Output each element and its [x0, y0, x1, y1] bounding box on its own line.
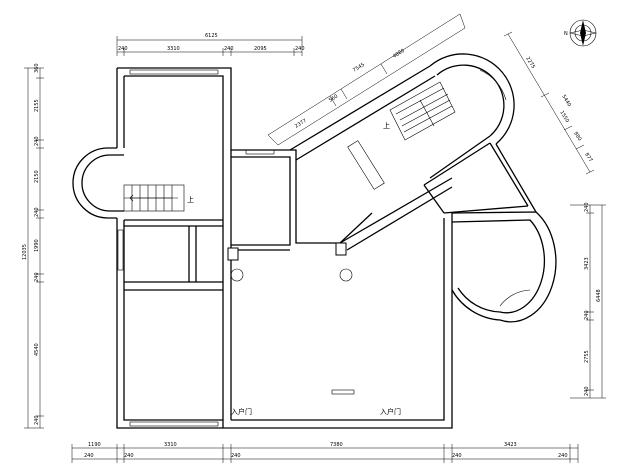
top-dimension-line: 6125 240 3310 240 2095 240: [116, 33, 305, 56]
left-dim-c: 240: [34, 136, 40, 146]
bottom-dim-g: 240: [231, 453, 241, 459]
right-dim-d: 2755: [584, 350, 590, 363]
bottom-dim-c: 7380: [330, 442, 343, 448]
left-dim-b: 2155: [34, 99, 40, 112]
columns: [227, 242, 353, 282]
right-dimension-line: 240 3423 240 2755 240 6448: [570, 202, 606, 399]
bottom-dim-i: 240: [558, 453, 568, 459]
diagonal-dimension-line: 7545 4880 2377 560: [267, 13, 466, 146]
compass-icon: N: [564, 19, 597, 47]
bottom-dim-f: 240: [124, 453, 134, 459]
left-staircase: 上: [123, 184, 194, 212]
bottom-dimension-line: 1190 3310 7380 3423 240 240 240 240 240: [71, 442, 579, 463]
left-stair-up-label: 上: [187, 195, 194, 204]
bottom-dim-e: 240: [84, 453, 94, 459]
right-top-dim-c: 1550: [558, 110, 570, 124]
right-top-dimension-line: 2275 5440 1550 880 877: [503, 31, 595, 175]
left-dim-a: 360: [34, 63, 40, 73]
top-dim-e: 240: [295, 46, 305, 52]
top-dim-a: 240: [118, 46, 128, 52]
compass-north-label: N: [564, 31, 568, 37]
right-dim-b: 3423: [584, 257, 590, 270]
entry-door-label-left: 入户门: [231, 407, 252, 416]
left-dim-d: 2150: [34, 170, 40, 183]
top-dim-c: 240: [224, 46, 234, 52]
diag-dim-c: 2377: [294, 118, 308, 130]
left-dim-e: 240: [34, 207, 40, 217]
right-top-dim-b: 5440: [560, 94, 572, 108]
top-total-dim: 6125: [205, 33, 218, 39]
left-dim-h: 4540: [34, 343, 40, 356]
left-dim-g: 240: [34, 272, 40, 282]
right-total-dim: 6448: [596, 289, 602, 302]
right-top-dim-a: 2275: [524, 56, 536, 70]
bottom-dim-d: 3423: [504, 442, 517, 448]
right-stair-up-label: 上: [383, 121, 390, 130]
diag-dim-d: 560: [328, 94, 339, 104]
right-dim-e: 240: [584, 386, 590, 396]
right-top-dim-e: 877: [583, 152, 593, 163]
entry-door-label-main: 入户门: [380, 407, 401, 416]
right-staircase: 上: [347, 81, 456, 190]
building-walls: [72, 53, 557, 429]
diag-dim-b: 4880: [392, 48, 406, 60]
bottom-dim-a: 1190: [88, 442, 101, 448]
left-dim-i: 240: [34, 415, 40, 425]
top-dim-b: 3310: [167, 46, 180, 52]
top-dim-d: 2095: [254, 46, 267, 52]
right-dim-c: 240: [584, 310, 590, 320]
left-dimension-line: 360 2155 240 2150 240 1990 240 4540 240 …: [22, 63, 44, 429]
windows: [117, 69, 531, 427]
right-top-dim-d: 880: [572, 131, 582, 142]
left-total-dim: 12035: [22, 244, 28, 260]
bottom-dim-b: 3310: [164, 442, 177, 448]
right-dim-a: 240: [584, 202, 590, 212]
diag-dim-a: 7545: [352, 62, 366, 74]
bottom-dim-h: 240: [452, 453, 462, 459]
left-dim-f: 1990: [34, 239, 40, 252]
